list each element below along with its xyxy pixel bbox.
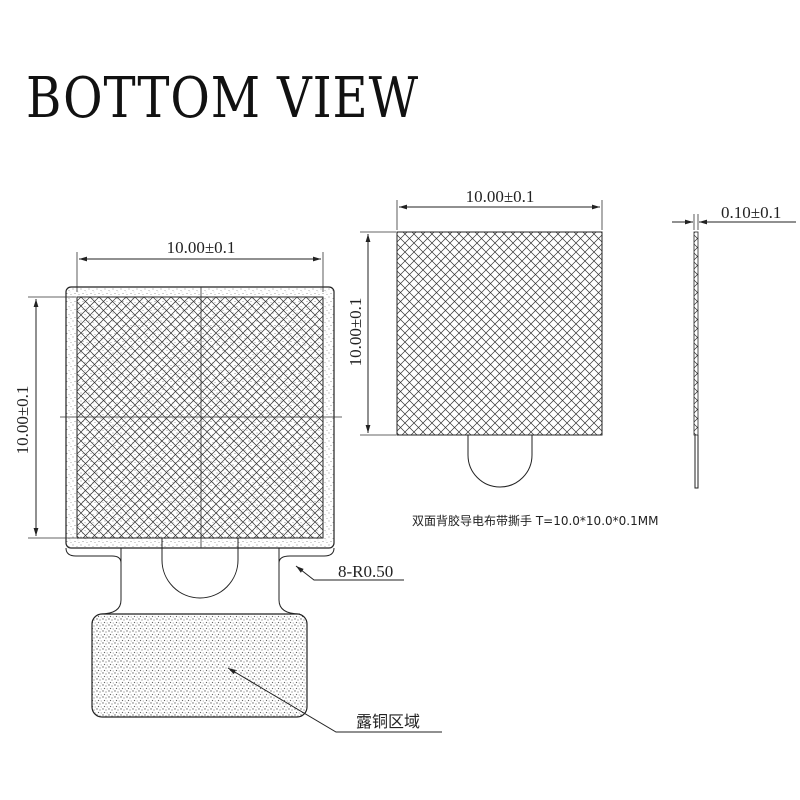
- tape-pull-tab: [467, 435, 533, 488]
- main-part: 10.00±0.1 10.00±0.1 8-R0.50 露铜区域: [13, 238, 442, 733]
- exposed-copper-pad: [91, 613, 308, 718]
- dim-main-height: 10.00±0.1: [13, 386, 32, 455]
- label-tape-spec: 双面背胶导电布带撕手 T=10.0*10.0*0.1MM: [412, 513, 658, 528]
- dim-corner-radius: 8-R0.50: [338, 562, 393, 581]
- side-view-tab: [694, 435, 699, 489]
- neck-notch-right: [278, 547, 335, 564]
- label-exposed-copper: 露铜区域: [356, 712, 420, 731]
- neck-notch-left: [65, 547, 122, 564]
- page-title: BOTTOM VIEW: [26, 66, 419, 131]
- tape-part: 10.00±0.1 10.00±0.1 双面背胶导电布带撕手 T=10.0*10…: [346, 187, 658, 528]
- hatched-area: [76, 296, 324, 539]
- side-view-body: [693, 231, 699, 436]
- dim-tape-width: 10.00±0.1: [466, 187, 535, 206]
- tape-hatched-area: [396, 231, 603, 436]
- side-view: 0.10±0.1: [672, 203, 796, 489]
- dim-main-width: 10.00±0.1: [167, 238, 236, 257]
- neck-outline: [99, 548, 301, 615]
- radius-leader: [295, 565, 404, 581]
- dim-thickness: 0.10±0.1: [721, 203, 781, 222]
- copper-leader: [227, 667, 442, 733]
- dim-tape-height: 10.00±0.1: [346, 298, 365, 367]
- tab-semicircle: [161, 538, 239, 599]
